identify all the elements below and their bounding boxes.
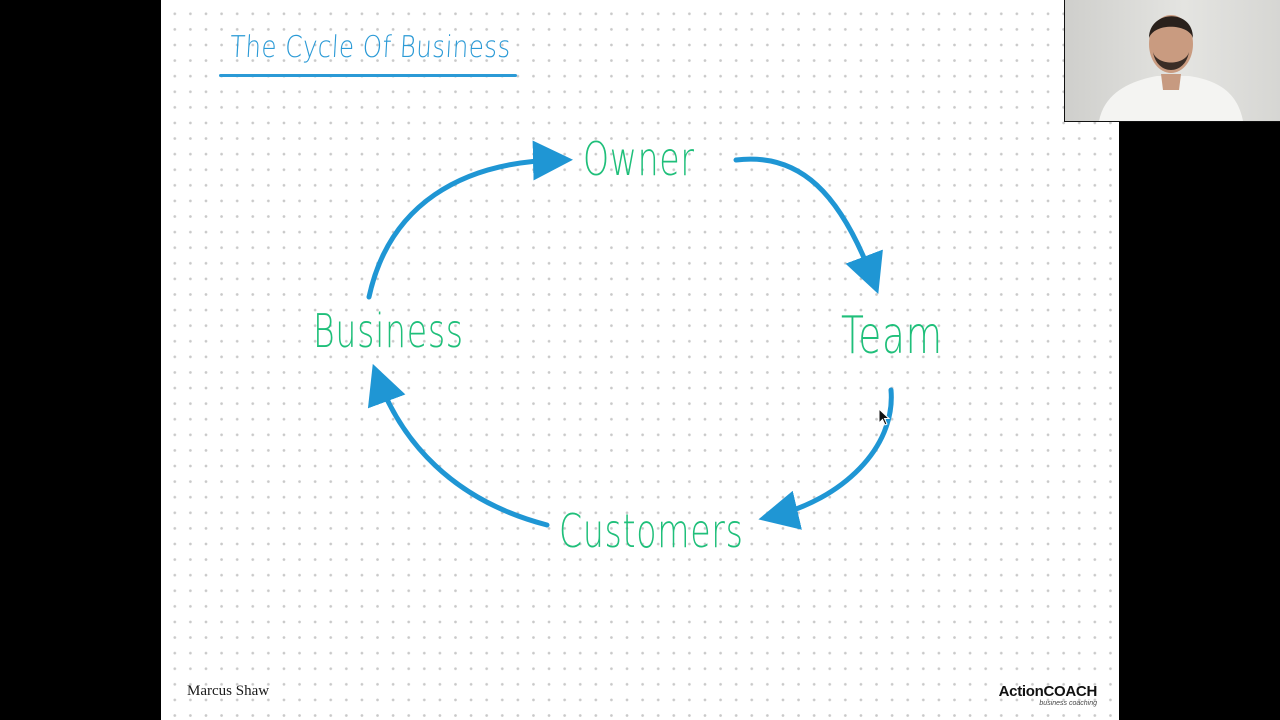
node-customers: Customers	[559, 504, 744, 558]
whiteboard-slide: The Cycle Of Business Owner Team Custome…	[161, 0, 1119, 720]
cycle-diagram	[366, 140, 894, 530]
title-underline	[219, 74, 517, 77]
mouse-pointer-icon	[878, 408, 890, 426]
node-team: Team	[841, 306, 943, 366]
node-owner: Owner	[583, 132, 695, 186]
arrow-business-to-owner	[366, 140, 573, 300]
arrow-owner-to-team	[733, 156, 883, 295]
author-name: Marcus Shaw	[187, 683, 270, 699]
node-business: Business	[313, 304, 464, 358]
arrow-customers-to-business	[367, 363, 550, 528]
presenter-silhouette-icon	[1099, 15, 1243, 121]
brand-name: ActionCOACH	[998, 683, 1098, 700]
presenter-video-feed	[1064, 0, 1280, 122]
arrow-team-to-customers	[758, 387, 894, 530]
brand-tagline: business coaching	[1039, 700, 1097, 707]
brand-logo: ActionCOACH business coaching	[998, 683, 1098, 708]
slide-title: The Cycle Of Business	[228, 30, 512, 65]
